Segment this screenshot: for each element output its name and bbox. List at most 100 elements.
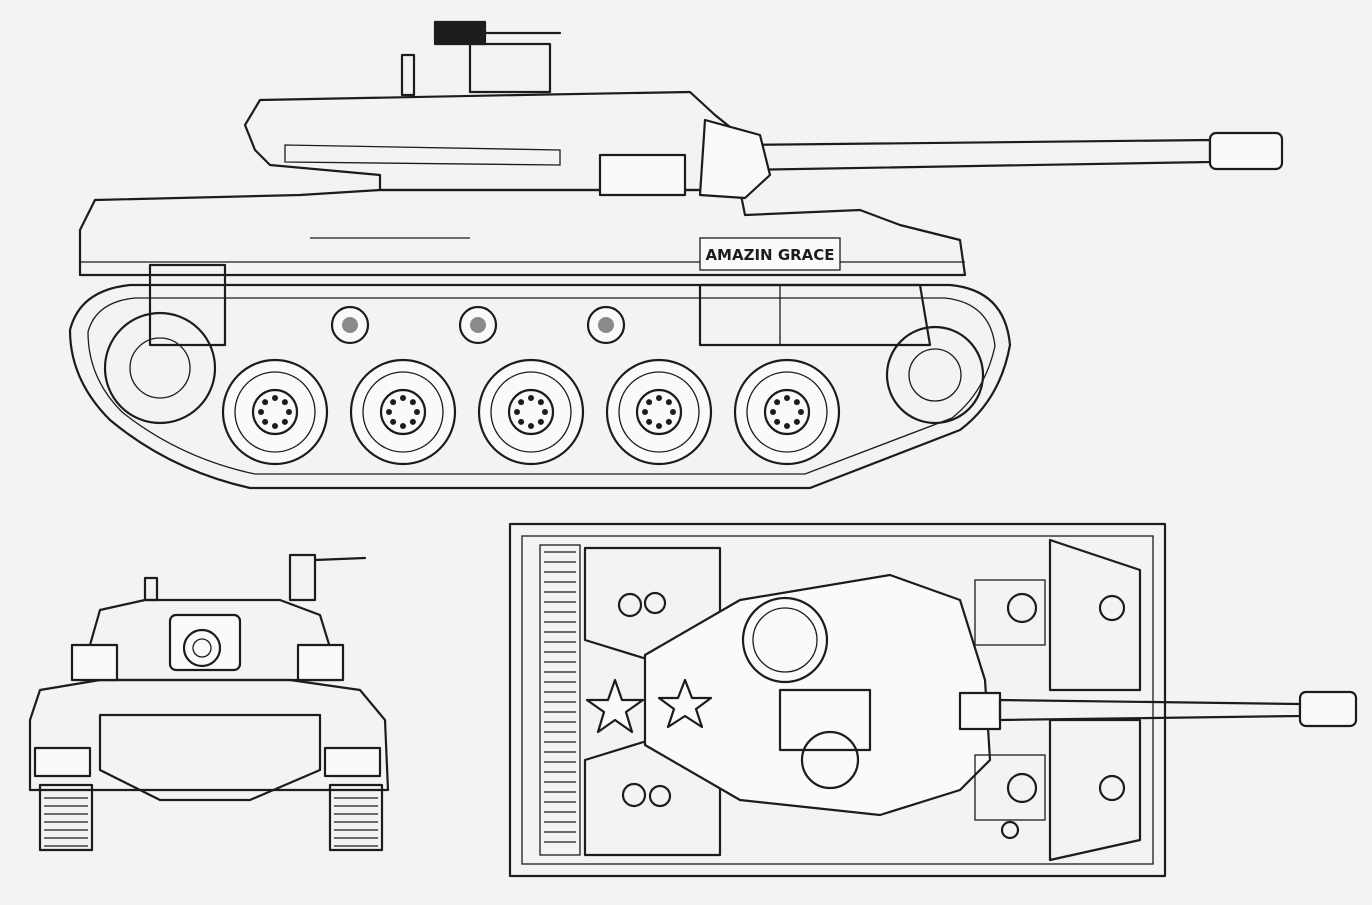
top-gun-barrel (998, 698, 1302, 722)
road-wheel-bolt (774, 399, 781, 406)
road-wheel-bolt (281, 399, 288, 406)
road-wheel-bolt (656, 395, 662, 401)
road-wheel (221, 358, 329, 466)
front-mg-barrel (313, 556, 367, 562)
road-wheel-rim (477, 358, 585, 466)
front-gun-bore (192, 638, 212, 658)
top-front-plate-lower (1048, 718, 1142, 862)
side-hull (78, 188, 967, 277)
side-turret-rack (284, 144, 561, 166)
top-hatch-right-front (974, 754, 1046, 821)
road-wheel-bolt (770, 409, 776, 415)
road-wheel-bolt (542, 409, 548, 415)
top-codriver-periscope (1006, 772, 1038, 804)
top-engine-grille (539, 544, 581, 856)
road-wheel (349, 358, 457, 466)
road-wheel-bolt (400, 395, 406, 401)
road-wheel-bolt (258, 409, 264, 415)
road-wheel-hub (763, 388, 811, 436)
top-star-marking-turret (657, 678, 713, 729)
road-wheel-hub (635, 388, 683, 436)
road-wheel-bolt (286, 409, 292, 415)
top-headlight-right (1098, 774, 1126, 802)
road-wheel-rim (605, 358, 713, 466)
top-view (508, 522, 1358, 878)
side-mg-mount (468, 42, 552, 94)
top-turret-ring-block (778, 688, 872, 752)
front-gun-muzzle (182, 628, 222, 668)
side-name-plate (699, 237, 841, 271)
return-rollers (330, 305, 626, 345)
front-left-plate (33, 746, 92, 778)
side-turret-plate (598, 153, 687, 197)
top-gun-mantlet (958, 691, 1002, 731)
front-right-track (328, 783, 384, 852)
road-wheel-bolt (514, 409, 520, 415)
side-periscope (400, 53, 416, 97)
road-wheel-bolt (390, 399, 397, 406)
road-wheel-bolt (414, 409, 420, 415)
side-gun-barrel (738, 138, 1212, 172)
top-fitting-front (1000, 820, 1020, 840)
road-wheel-bolt (798, 409, 804, 415)
front-right-light-box (296, 643, 345, 682)
road-wheel-bolt (665, 399, 672, 406)
front-right-plate (323, 746, 382, 778)
side-idler-wheel (103, 311, 217, 425)
top-inner-outline (521, 535, 1154, 865)
top-fitting-upper-2 (643, 591, 667, 615)
road-wheel-bolt (670, 409, 676, 415)
road-wheel-bolt (386, 409, 392, 415)
return-roller-hub (598, 317, 614, 333)
return-roller-hub (470, 317, 486, 333)
road-wheel-bolt (518, 399, 525, 406)
side-front-box (148, 263, 227, 347)
road-wheel-bolt (537, 418, 544, 425)
road-wheel-bolt (400, 423, 406, 429)
front-track-links (44, 789, 378, 847)
side-rear-skirt (698, 283, 932, 347)
side-sprocket-hub (908, 348, 962, 402)
side-track (68, 283, 1012, 490)
road-wheel (733, 358, 841, 466)
road-wheel-tire (490, 371, 572, 453)
top-hatch-left-front (974, 579, 1046, 646)
road-wheel-bolt (537, 399, 544, 406)
road-wheel-bolt (390, 418, 397, 425)
road-wheel-rim (349, 358, 457, 466)
side-track-inner (87, 297, 996, 475)
road-wheel-tire (234, 371, 316, 453)
road-wheel-bolt (646, 399, 653, 406)
top-star-marking-rear (585, 678, 645, 734)
hull-name-text: AMAZIN GRACE (705, 246, 834, 264)
top-fitting-lower-2 (648, 784, 672, 808)
top-outline (508, 522, 1167, 878)
road-wheel-rim (733, 358, 841, 466)
road-wheel-bolt (262, 399, 269, 406)
side-idler-hub (129, 337, 191, 399)
front-view (28, 553, 390, 852)
front-left-light-box (70, 643, 119, 682)
road-wheel-bolt (272, 395, 278, 401)
road-wheel-rim (221, 358, 329, 466)
return-roller-hub (342, 317, 358, 333)
road-wheel-hub (379, 388, 427, 436)
road-wheel-bolt (272, 423, 278, 429)
side-mg-body (433, 20, 487, 46)
road-wheel-bolt (642, 409, 648, 415)
road-wheel-bolt (793, 399, 800, 406)
top-driver-periscope (1006, 592, 1038, 624)
road-wheel-tire (746, 371, 828, 453)
side-muzzle-brake (1208, 131, 1284, 171)
road-wheel-bolt (518, 418, 525, 425)
top-muzzle-brake (1298, 690, 1358, 728)
road-wheel-bolt (528, 423, 534, 429)
top-front-plate-upper (1048, 538, 1142, 692)
road-wheel (477, 358, 585, 466)
top-grille-lines (544, 551, 576, 843)
road-wheel-bolt (409, 399, 416, 406)
road-wheel-bolt (784, 423, 790, 429)
road-wheel-bolt (281, 418, 288, 425)
